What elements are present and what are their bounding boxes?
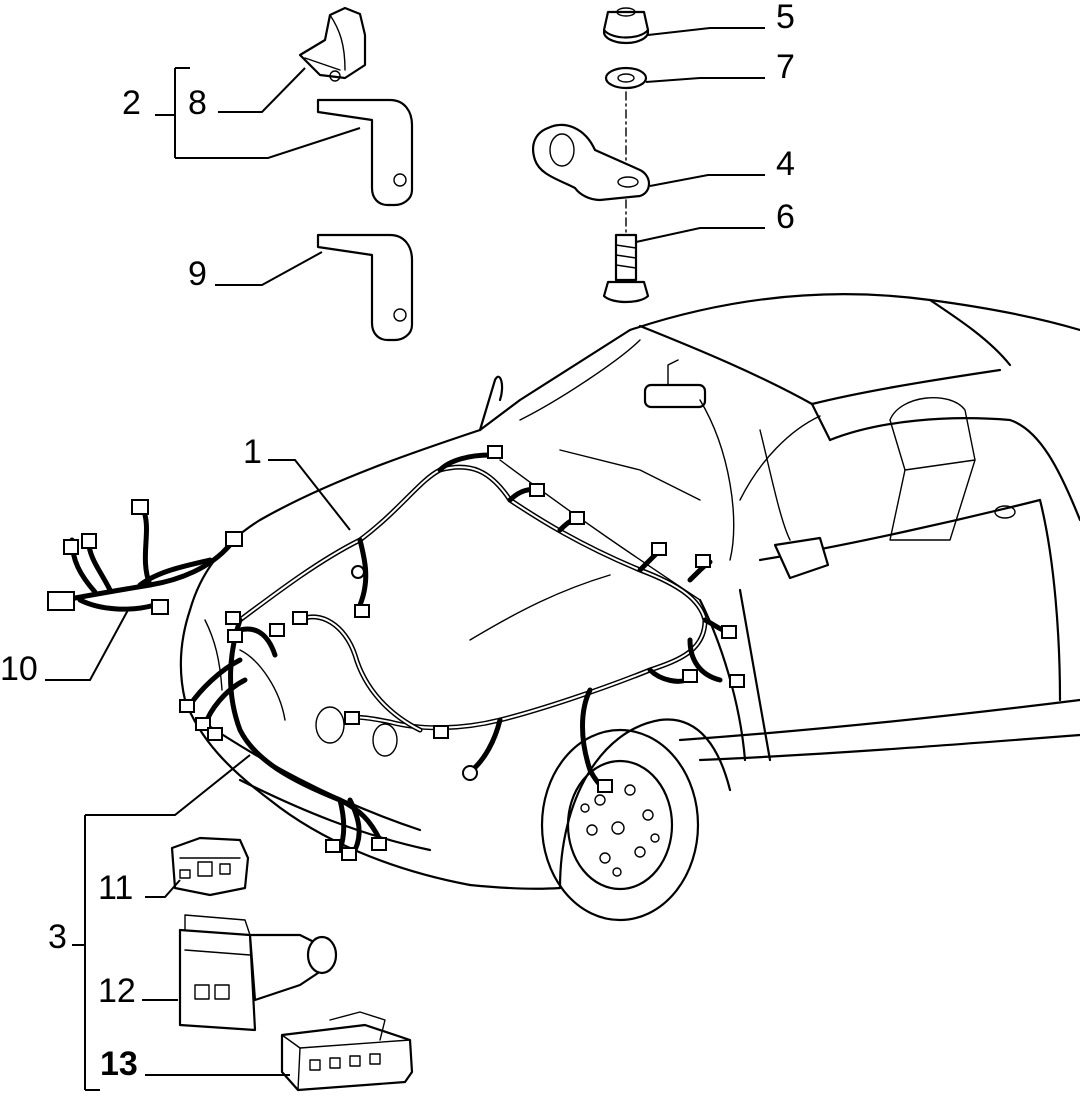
part-6-bolt (602, 233, 650, 304)
callout-7: 7 (776, 48, 795, 86)
harness-connector (729, 674, 745, 688)
harness-connector (344, 711, 360, 725)
side-mirror (773, 536, 830, 580)
callout-10: 10 (0, 650, 38, 688)
harness-connector (292, 611, 308, 625)
callout-5: 5 (776, 0, 795, 36)
sub-harness-connector (47, 591, 75, 611)
part-12-connector (178, 914, 338, 1032)
part-13-connector (280, 1011, 414, 1092)
harness-connector (179, 699, 195, 713)
callout-8: 8 (188, 84, 207, 122)
callout-3: 3 (48, 918, 67, 956)
car-body-outline (179, 293, 1080, 922)
callout-2: 2 (122, 84, 141, 122)
callout-9: 9 (188, 255, 207, 293)
part-7-washer (604, 66, 648, 90)
part-10-sub-harness (47, 499, 243, 615)
harness-connector (225, 611, 241, 625)
harness-connector (269, 623, 285, 637)
part-11-connector (170, 836, 250, 897)
harness-connector (529, 483, 545, 497)
part-8-harness-clip (298, 6, 367, 82)
front-wheel (540, 728, 700, 922)
callout-13: 13 (100, 1045, 138, 1083)
callout-11: 11 (98, 869, 133, 907)
part-2-bracket-upper (316, 98, 414, 207)
harness-connector (325, 839, 341, 853)
callout-6: 6 (776, 198, 795, 236)
harness-connector (569, 511, 585, 525)
harness-connector (721, 625, 737, 639)
harness-connector (597, 779, 613, 793)
harness-eyelet (462, 765, 478, 781)
callout-4: 4 (776, 145, 795, 183)
part-4-p-clamp (531, 123, 651, 202)
callout-1: 1 (243, 433, 262, 471)
harness-connector (371, 837, 387, 851)
harness-eyelet (351, 565, 365, 579)
sub-harness-connector (63, 539, 79, 555)
harness-connector (207, 727, 223, 741)
sub-harness-connector (151, 599, 169, 615)
sub-harness-connector (131, 499, 149, 515)
callout-12: 12 (98, 972, 136, 1010)
sub-harness-connector (81, 533, 97, 549)
harness-connector (651, 542, 667, 556)
harness-connector (695, 554, 711, 568)
main-wiring-harness (179, 445, 745, 861)
harness-connector (433, 725, 449, 739)
rear-view-mirror (643, 383, 707, 409)
part-5-nut (602, 7, 650, 45)
leader-lines (45, 27, 765, 1091)
harness-connector (487, 445, 503, 459)
harness-connector (195, 717, 211, 731)
harness-connector (227, 629, 243, 643)
harness-connector (354, 604, 370, 618)
harness-connector (682, 669, 698, 683)
sub-harness-connector (225, 531, 243, 547)
part-9-bracket-lower (316, 233, 414, 342)
harness-connector (341, 847, 357, 861)
